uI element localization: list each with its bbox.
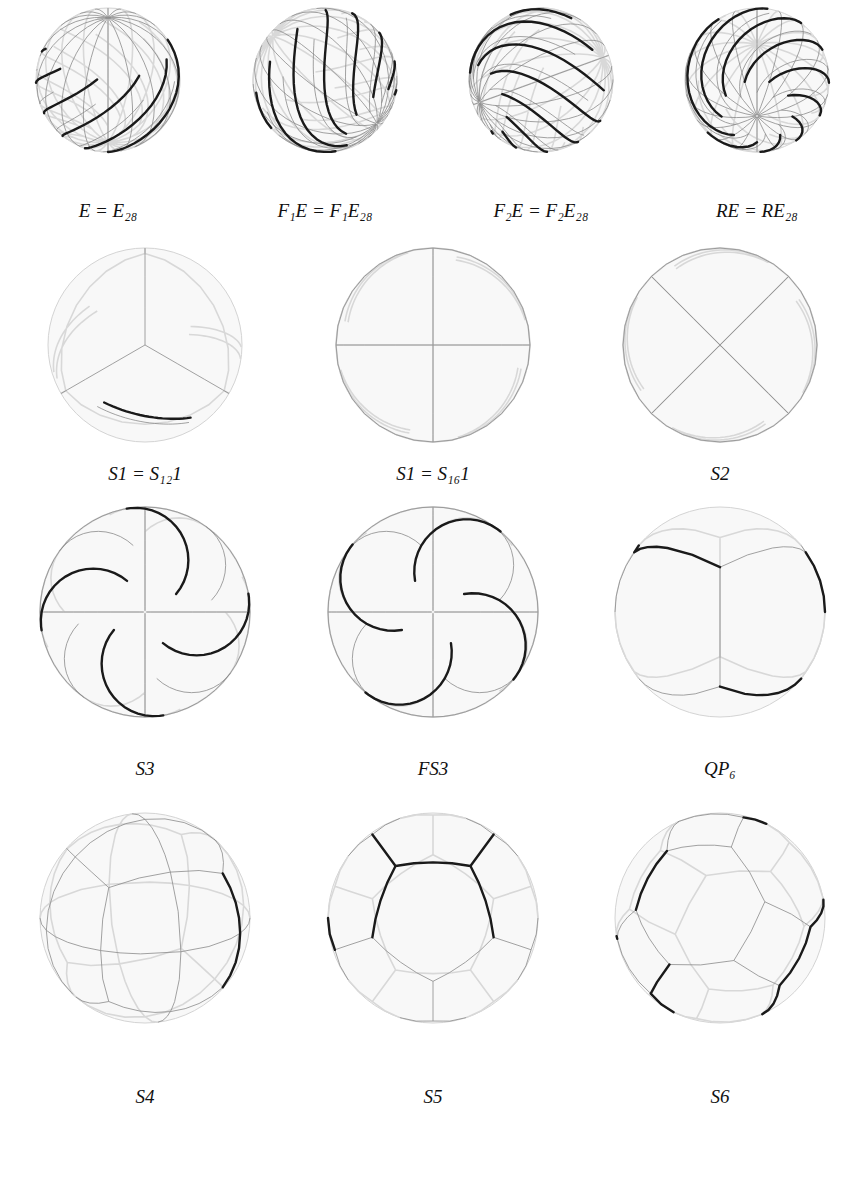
- sphere: [48, 248, 242, 442]
- figure-caption: FS3: [418, 758, 449, 780]
- back-arcs: [36, 8, 180, 152]
- figure-caption: S5: [424, 1086, 443, 1108]
- caption-box: S1 = S₁₆1: [323, 463, 543, 485]
- back-arcs: [623, 248, 817, 442]
- figure-caption: RE = RE₂₈: [716, 200, 798, 222]
- sphere: [685, 8, 829, 152]
- figure-caption: S3: [136, 758, 155, 780]
- sphere-outline: [328, 507, 538, 717]
- back-arcs: [40, 507, 250, 717]
- figure-caption: S4: [136, 1086, 155, 1108]
- caption-box: S2: [610, 463, 830, 485]
- caption-box: S6: [610, 1086, 830, 1108]
- highlight-arcs: [617, 817, 824, 1014]
- front-arcs: [336, 248, 530, 442]
- highlight-arcs: [104, 402, 190, 418]
- sphere-outline: [328, 813, 538, 1023]
- highlight-arcs: [340, 519, 525, 704]
- figure-caption: S2: [711, 463, 730, 485]
- back-arcs: [336, 248, 530, 442]
- sphere-outline: [36, 8, 180, 152]
- sphere-outline: [253, 8, 397, 152]
- caption-box: S1 = S₁₂1: [35, 463, 255, 485]
- front-arcs: [253, 8, 397, 151]
- caption-box: RE = RE₂₈: [647, 200, 864, 222]
- front-arcs: [37, 8, 179, 152]
- front-arcs: [617, 814, 824, 1014]
- sphere: [253, 8, 397, 152]
- back-arcs: [686, 8, 829, 152]
- front-arcs: [615, 545, 825, 695]
- figure-caption: F₁E = F₁E₂₈: [277, 200, 372, 222]
- figure-caption: S6: [711, 1086, 730, 1108]
- sphere-outline: [469, 8, 613, 152]
- front-arcs: [40, 507, 250, 717]
- sphere: [623, 248, 817, 442]
- sphere-outline: [615, 507, 825, 717]
- highlight-arcs: [41, 508, 249, 716]
- figure-caption: QP₆: [704, 758, 736, 780]
- sphere-outline: [615, 813, 825, 1023]
- front-arcs: [328, 507, 538, 717]
- sphere: [615, 813, 825, 1023]
- front-arcs: [61, 248, 229, 424]
- sphere-outline: [623, 248, 817, 442]
- back-arcs: [328, 507, 538, 717]
- front-arcs: [328, 818, 538, 1021]
- highlight-arcs: [634, 545, 825, 695]
- front-arcs: [623, 248, 817, 442]
- caption-box: S5: [323, 1086, 543, 1108]
- back-arcs: [617, 822, 824, 1022]
- back-arcs: [469, 8, 613, 152]
- caption-box: F₂E = F₂E₂₈: [431, 200, 651, 222]
- caption-box: E = E₂₈: [0, 200, 218, 222]
- back-arcs: [53, 248, 241, 424]
- highlight-arcs: [687, 8, 829, 152]
- sphere: [615, 507, 825, 717]
- sphere: [336, 248, 530, 442]
- figure-caption: S1 = S₁₂1: [108, 463, 182, 485]
- sphere-outline: [336, 248, 530, 442]
- sphere-outline: [40, 507, 250, 717]
- sphere: [40, 813, 250, 1023]
- sphere: [40, 507, 250, 717]
- front-arcs: [685, 8, 828, 152]
- highlight-arcs: [223, 873, 240, 987]
- caption-box: S3: [35, 758, 255, 780]
- sphere: [328, 507, 538, 717]
- caption-box: S4: [35, 1086, 255, 1108]
- highlight-arcs: [328, 834, 494, 949]
- sphere-outline: [40, 813, 250, 1023]
- sphere-outline: [48, 248, 242, 442]
- back-arcs: [253, 9, 397, 152]
- front-arcs: [469, 8, 613, 152]
- figure-caption: S1 = S₁₆1: [396, 463, 470, 485]
- sphere-outline: [685, 8, 829, 152]
- front-arcs: [40, 814, 250, 1022]
- caption-box: F₁E = F₁E₂₈: [215, 200, 435, 222]
- highlight-arcs: [36, 40, 179, 152]
- figure-caption: E = E₂₈: [79, 200, 138, 222]
- sphere: [328, 813, 538, 1023]
- back-arcs: [40, 814, 250, 1022]
- caption-box: FS3: [323, 758, 543, 780]
- highlight-arcs: [256, 10, 396, 152]
- caption-box: QP₆: [610, 758, 830, 780]
- figure-caption: F₂E = F₂E₂₈: [493, 200, 588, 222]
- sphere: [36, 8, 180, 152]
- sphere: [469, 8, 613, 152]
- highlight-arcs: [470, 9, 604, 151]
